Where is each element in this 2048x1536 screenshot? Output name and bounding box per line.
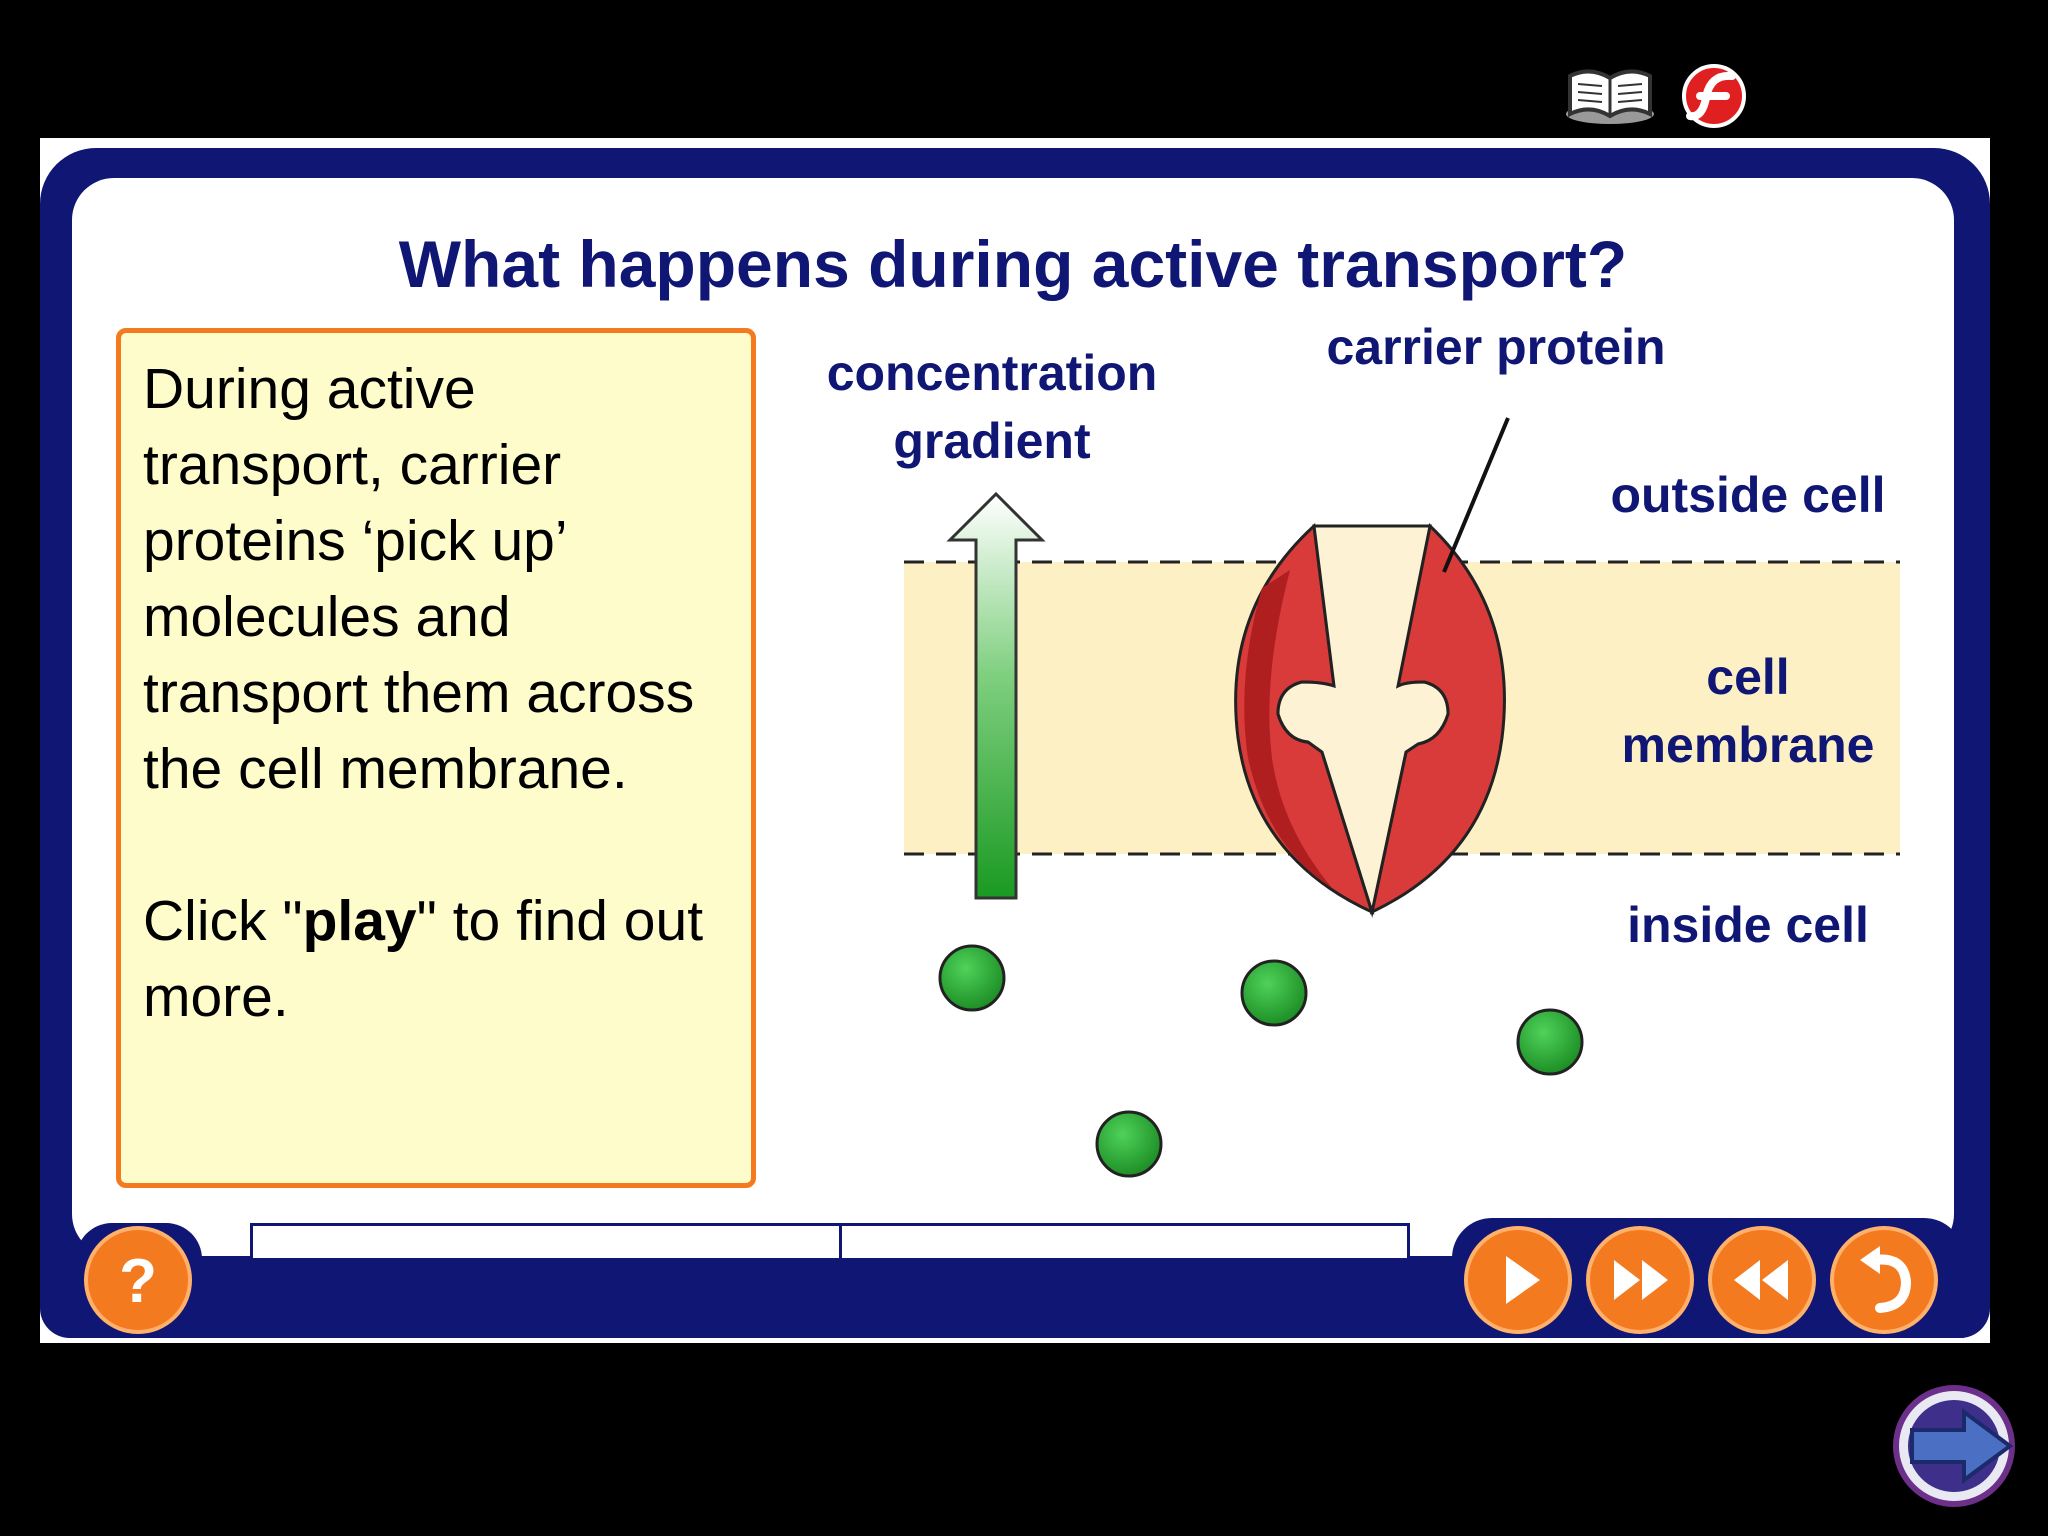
fast-forward-button[interactable]: [1586, 1226, 1694, 1334]
info-paragraph: During active transport, carrier protein…: [143, 357, 695, 801]
carrier-protein-pointer: [1442, 417, 1510, 573]
book-icon[interactable]: [1566, 69, 1654, 124]
cell-membrane-label-line2: membrane: [1622, 717, 1875, 773]
molecule: [938, 944, 1006, 1012]
progress-divider: [839, 1226, 842, 1258]
molecule: [1516, 1008, 1584, 1076]
gradient-label-line1: concentration: [827, 345, 1158, 401]
instruction-suffix: " to find out more.: [143, 889, 704, 1029]
help-button[interactable]: ?: [84, 1226, 192, 1334]
slide-frame: What happens during active transport? Du…: [40, 138, 1990, 1343]
molecule: [1240, 959, 1308, 1027]
replay-icon: [1860, 1246, 1912, 1313]
instruction-play-word: play: [302, 889, 417, 953]
fast-forward-icon: [1614, 1260, 1668, 1300]
cell-membrane-label-line1: cell: [1706, 649, 1789, 705]
play-button[interactable]: [1464, 1226, 1572, 1334]
rewind-button[interactable]: [1708, 1226, 1816, 1334]
outside-cell-label: outside cell: [1610, 467, 1885, 523]
next-arrow-icon: [1893, 1385, 2015, 1507]
rewind-icon: [1734, 1260, 1788, 1300]
inside-cell-label: inside cell: [1627, 897, 1869, 953]
info-box: During active transport, carrier protein…: [116, 328, 756, 1188]
active-transport-diagram: concentration gradient carrier protein o…: [827, 319, 1900, 1178]
concentration-gradient-arrow: [946, 491, 1046, 900]
instruction-prefix: Click ": [143, 889, 303, 953]
next-slide-button[interactable]: [1892, 1380, 2022, 1510]
top-icons: [1562, 62, 1762, 128]
progress-bar[interactable]: [250, 1223, 1410, 1261]
carrier-protein: [1234, 522, 1506, 918]
play-icon: [1506, 1256, 1540, 1304]
carrier-protein-label: carrier protein: [1326, 319, 1665, 375]
flash-icon[interactable]: [1682, 64, 1746, 128]
replay-button[interactable]: [1830, 1226, 1938, 1334]
slide-content: What happens during active transport? Du…: [72, 178, 1954, 1256]
slide-title: What happens during active transport?: [398, 227, 1628, 301]
molecule: [1095, 1110, 1163, 1178]
play-instruction: Click "play" to find out more.: [143, 883, 729, 1035]
help-icon: ?: [119, 1247, 157, 1316]
gradient-label-line2: gradient: [893, 413, 1091, 469]
